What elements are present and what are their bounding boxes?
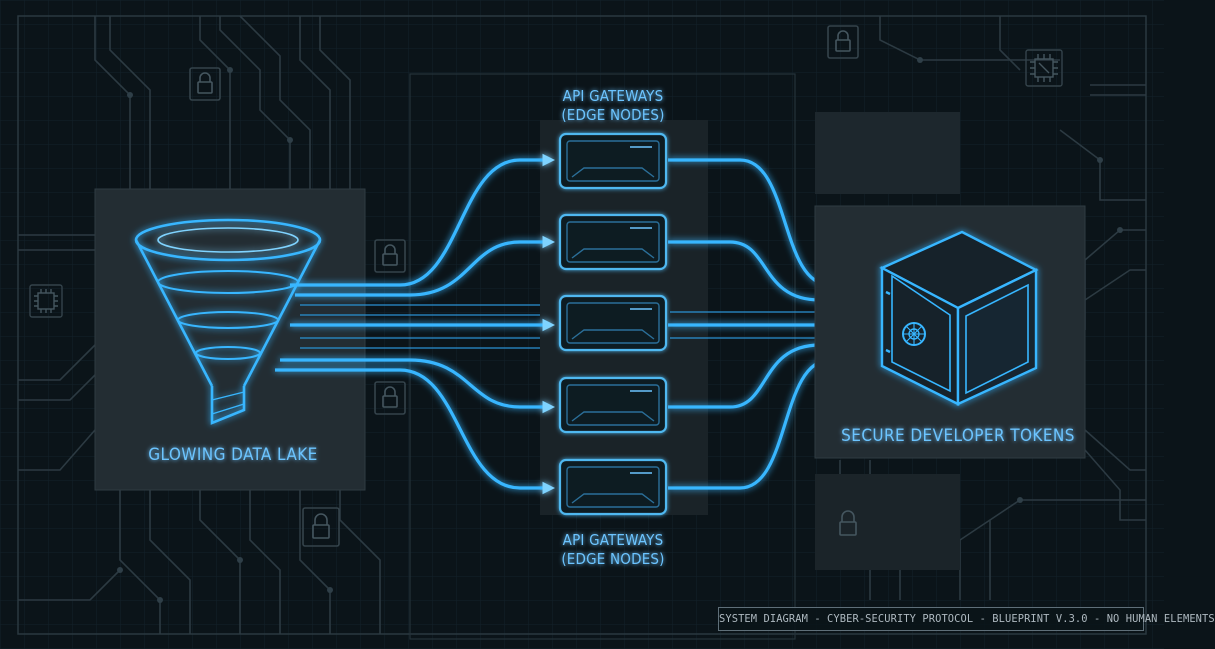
- flow-line-out-2: [668, 240, 866, 307]
- label-group: API GATEWAYS (EDGE NODES) API GATEWAYS (…: [148, 87, 1075, 568]
- gateway-label-top-line1: API GATEWAYS: [563, 87, 664, 105]
- padlock-icon: [374, 239, 406, 273]
- central-frame: [409, 73, 796, 640]
- padlock-icon: [302, 507, 340, 547]
- gateway-column: [558, 132, 668, 516]
- circuit-pads: [117, 57, 1123, 603]
- gateway-label-bottom-line2: (EDGE NODES): [561, 550, 664, 568]
- footer-caption: SYSTEM DIAGRAM - CYBER-SECURITY PROTOCOL…: [718, 607, 1215, 631]
- funnel-icon: [134, 218, 322, 425]
- padlock-icon: [189, 67, 221, 101]
- flow-line-out-4: [668, 338, 866, 409]
- gateway-node-icon[interactable]: [558, 458, 668, 516]
- chip-icon: [1025, 49, 1063, 87]
- system-diagram: API GATEWAYS (EDGE NODES) API GATEWAYS (…: [0, 0, 1164, 649]
- gateway-node-icon[interactable]: [558, 132, 668, 190]
- frame-border: [17, 15, 1147, 635]
- padlock-icon: [827, 25, 859, 59]
- decor-panel: [815, 474, 960, 570]
- gateway-node-icon[interactable]: [558, 213, 668, 271]
- token-vault-label: SECURE DEVELOPER TOKENS: [841, 426, 1075, 446]
- padlock-icon: [839, 510, 857, 536]
- flow-line-2: [295, 235, 556, 297]
- data-lake-label: GLOWING DATA LAKE: [148, 445, 317, 465]
- vault-safe-icon: [879, 230, 1039, 406]
- flow-line-5: [275, 368, 556, 495]
- flow-line-4: [280, 358, 556, 414]
- gateway-label-top-line2: (EDGE NODES): [561, 106, 664, 124]
- decor-panel: [815, 112, 960, 194]
- gateway-label-bottom-line1: API GATEWAYS: [563, 531, 664, 549]
- chip-icon: [29, 284, 63, 318]
- padlock-icon: [374, 381, 406, 415]
- gateway-node-icon[interactable]: [558, 376, 668, 434]
- flow-line-1: [290, 153, 556, 287]
- gateway-node-icon[interactable]: [558, 294, 668, 352]
